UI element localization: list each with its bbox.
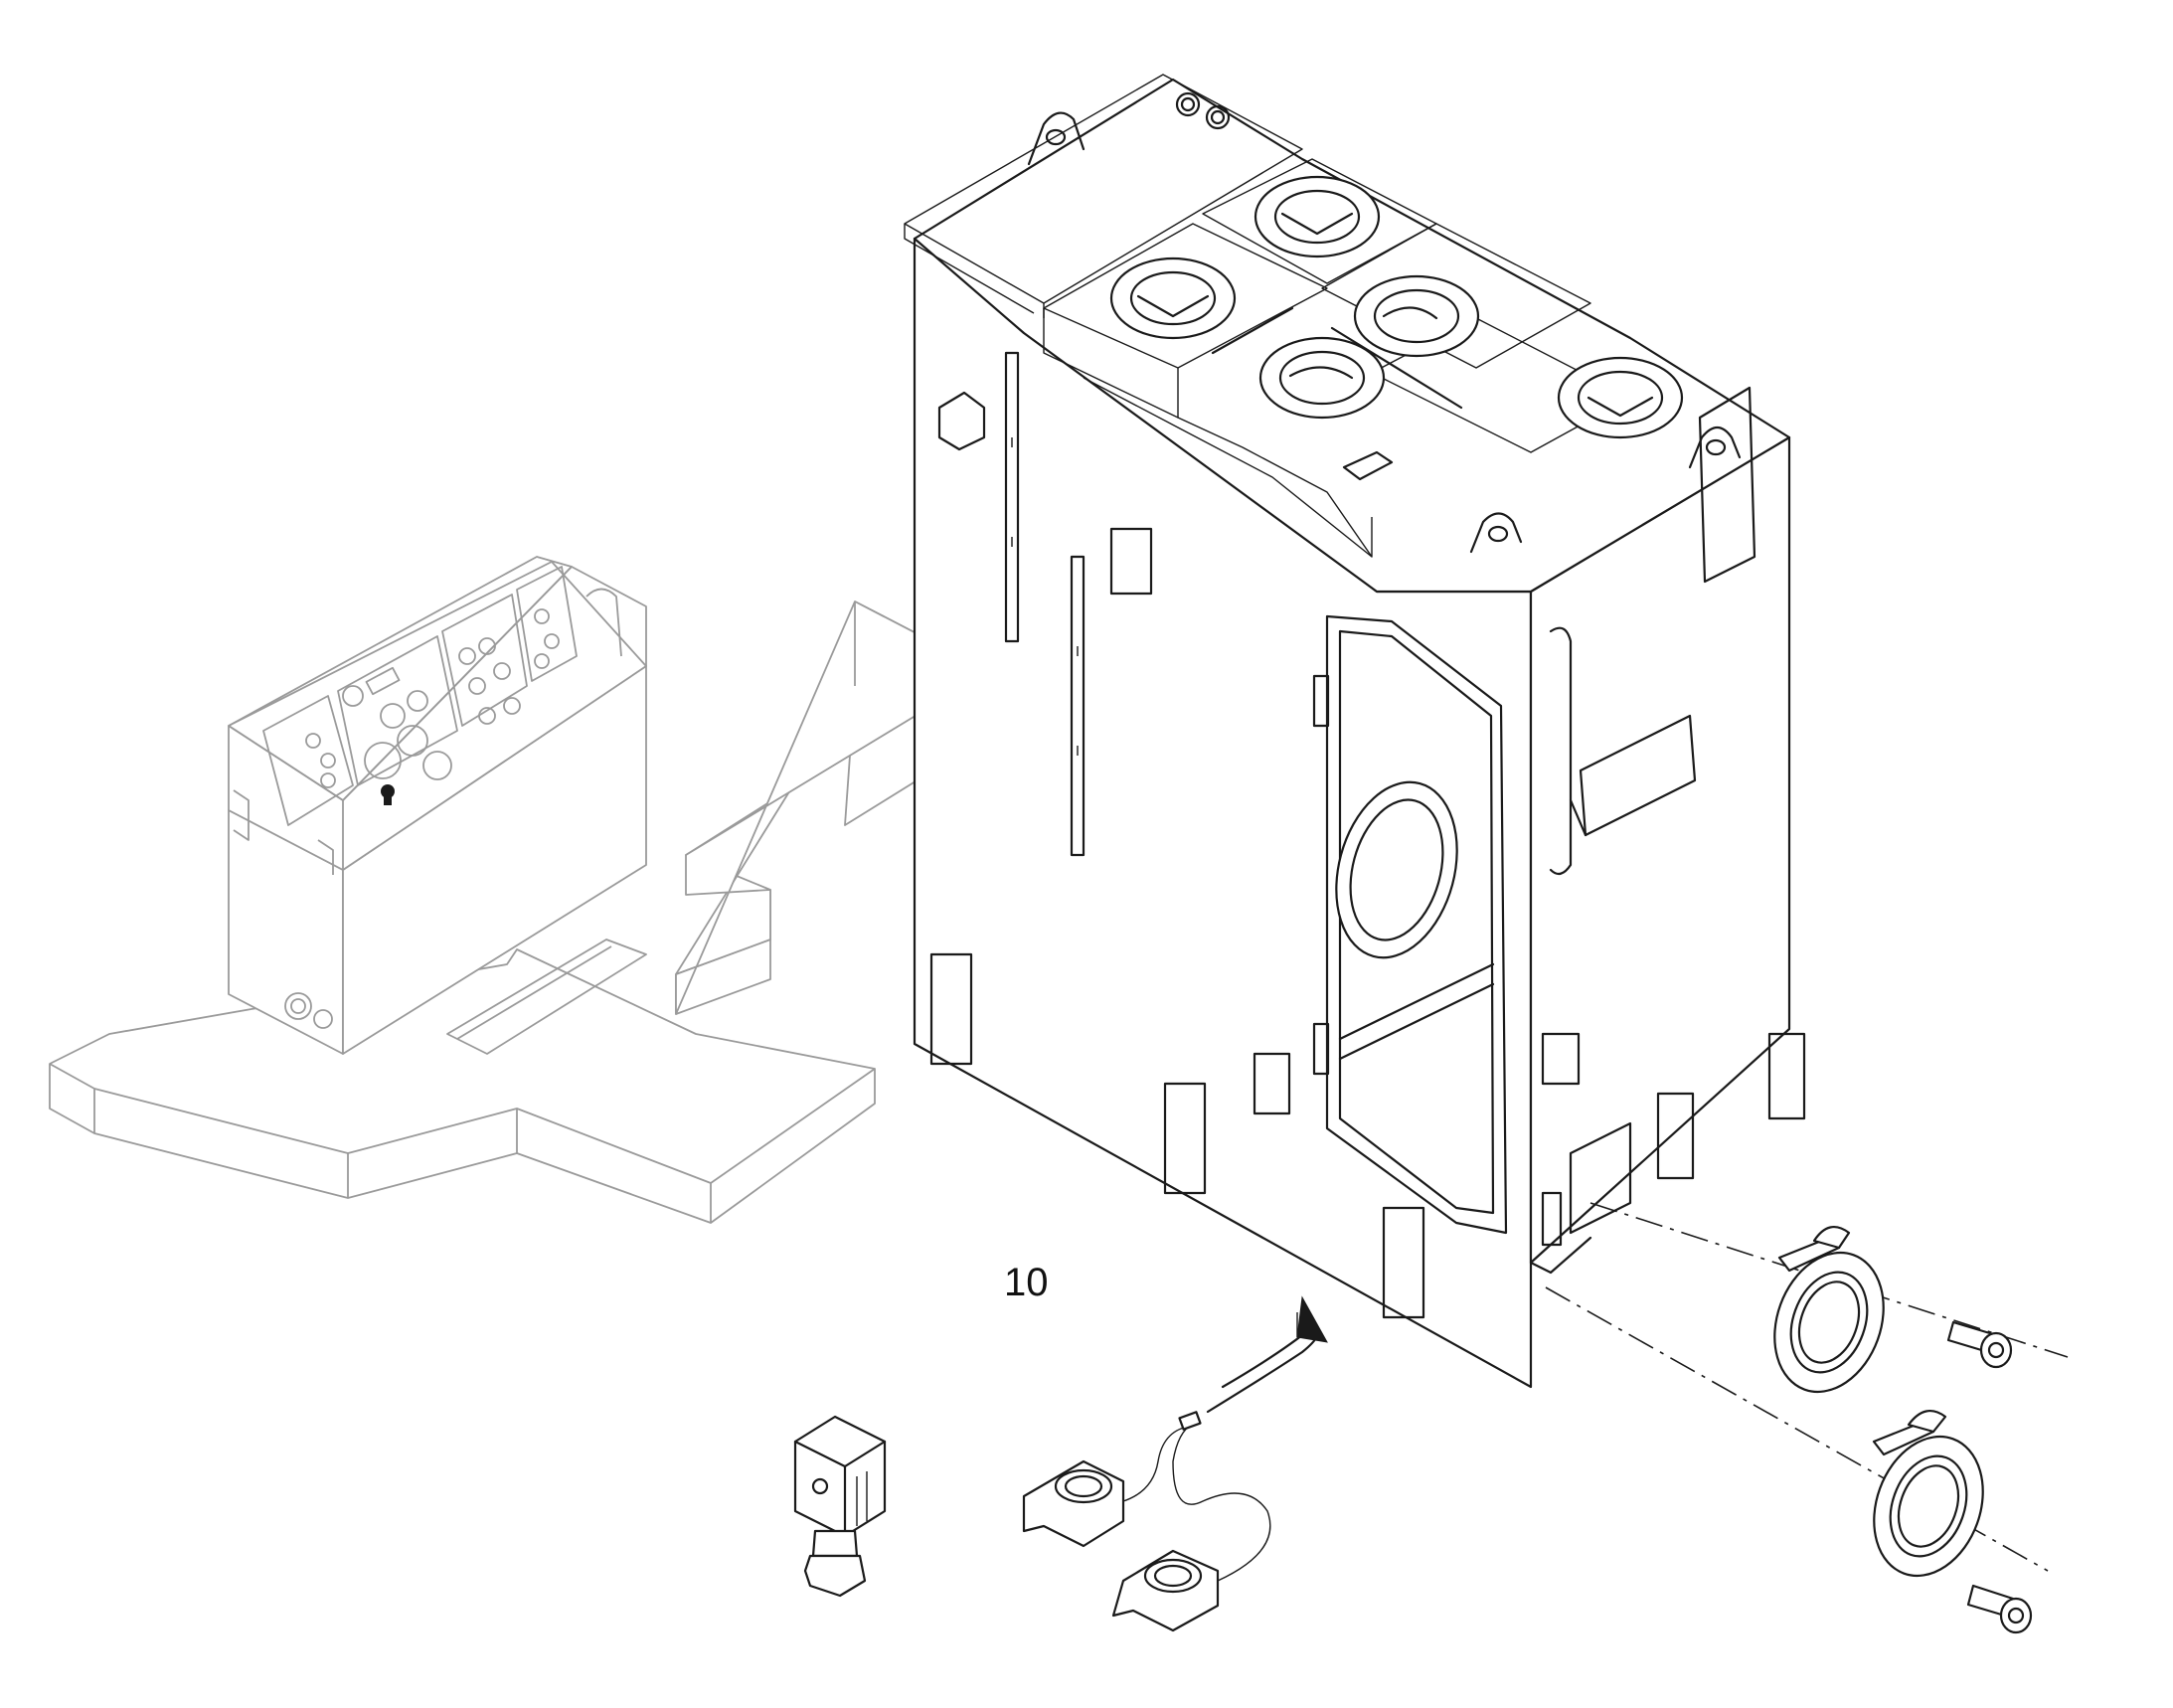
- lifting-lug-top-left: [1027, 111, 1086, 166]
- lifting-lug-top-right: [1688, 426, 1742, 469]
- top-port-1: [1254, 175, 1381, 258]
- main-skid-frame: [904, 74, 1806, 1389]
- solenoid-coil: [793, 1415, 887, 1598]
- lifting-lug-mid: [1469, 512, 1523, 554]
- top-port-2: [1109, 256, 1237, 340]
- top-port-3: [1353, 274, 1480, 358]
- top-port-4: [1258, 336, 1386, 420]
- top-port-5: [1557, 356, 1684, 439]
- butterfly-valve-lower: [1872, 1409, 1984, 1578]
- sensor-clamp-assembly: [1022, 1411, 1271, 1632]
- installation-arrow: [1206, 1295, 1328, 1414]
- ghost-control-console: [228, 556, 647, 1055]
- cap-screw-upper: [1946, 1320, 2013, 1369]
- ghost-console-assembly: [49, 556, 990, 1224]
- ghost-platform: [49, 600, 990, 1224]
- cap-screw-lower: [1966, 1584, 2033, 1634]
- access-door: [1312, 614, 1508, 1235]
- butterfly-valve-upper: [1773, 1225, 1885, 1394]
- callout-label-10: 10: [1004, 1261, 1049, 1304]
